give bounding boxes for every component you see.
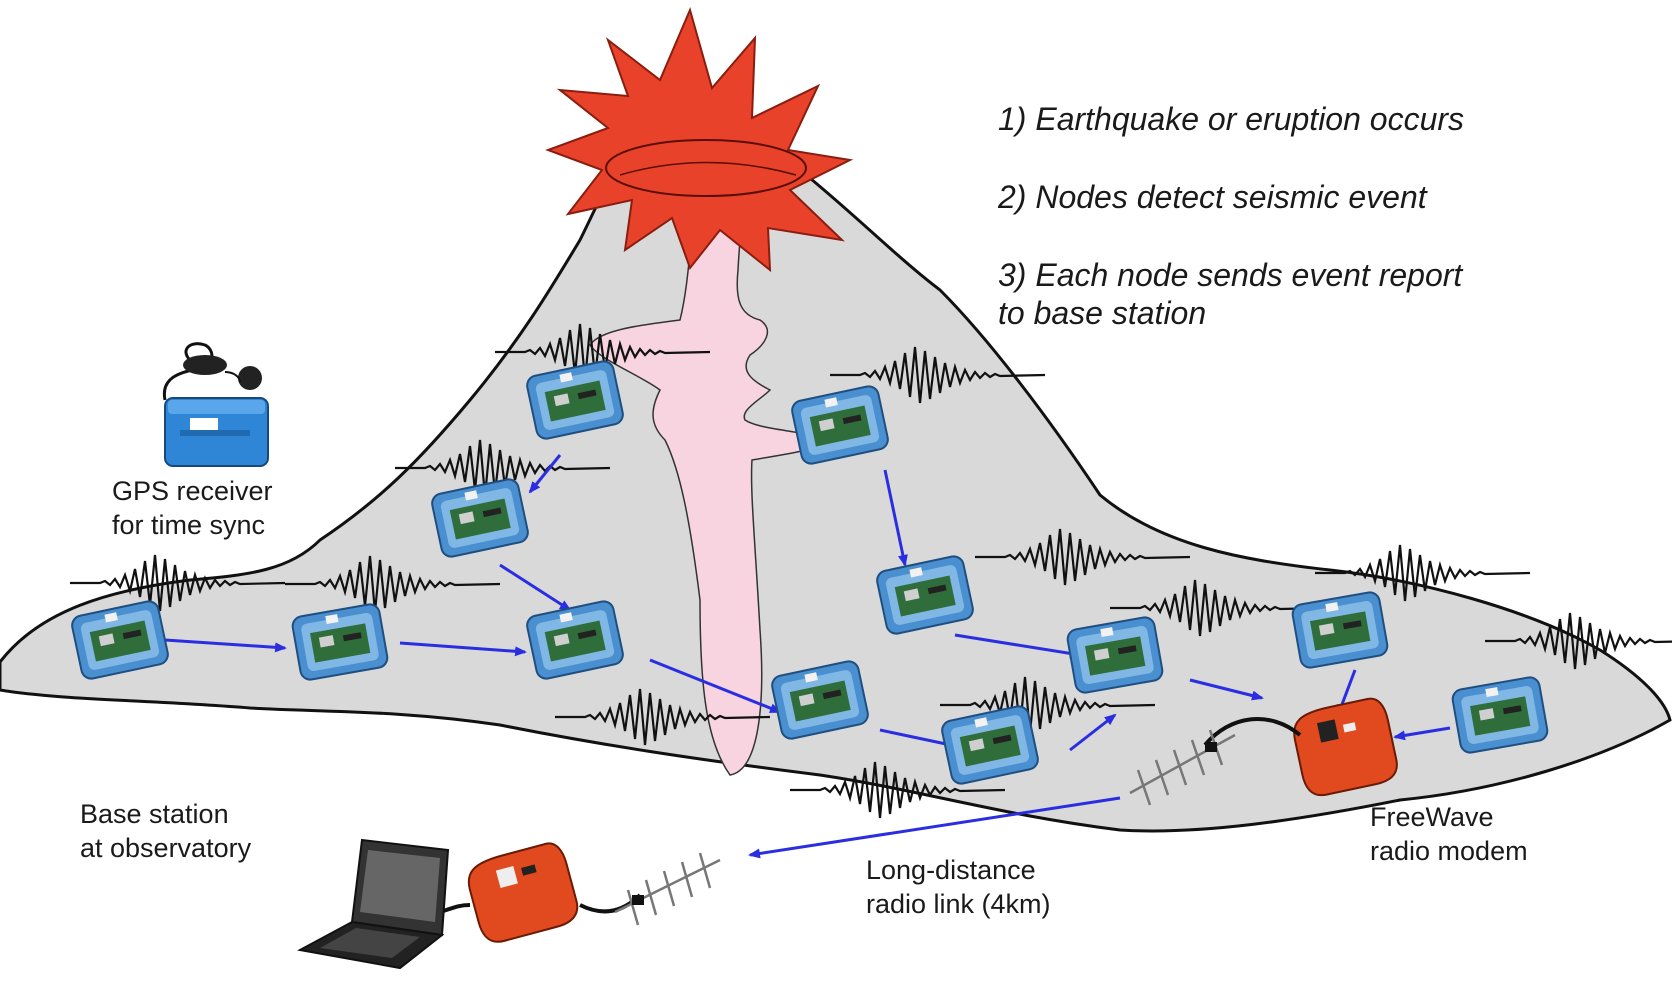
arrow bbox=[649, 658, 782, 714]
magma-conduit bbox=[589, 167, 832, 776]
volcano-mountain bbox=[0, 146, 1672, 833]
seismic-node-icon bbox=[291, 603, 389, 681]
arrow bbox=[528, 454, 562, 494]
laptop-icon bbox=[297, 838, 450, 970]
seismic-node-icon bbox=[431, 478, 529, 558]
arrow bbox=[399, 641, 527, 657]
crater-rim bbox=[605, 139, 807, 197]
seismogram-icon bbox=[1315, 544, 1531, 602]
arrow bbox=[748, 796, 1121, 859]
radio-link-label: Long-distance radio link (4km) bbox=[866, 853, 1051, 921]
seismic-node-icon bbox=[771, 660, 869, 740]
seismogram-icon bbox=[555, 688, 771, 746]
arrow bbox=[1393, 726, 1451, 741]
seismogram-icon bbox=[1110, 579, 1326, 637]
freewave-modem-label: FreeWave radio modem bbox=[1370, 800, 1528, 868]
arrow bbox=[1189, 678, 1264, 701]
seismogram-icon bbox=[285, 555, 501, 613]
sensor-nodes bbox=[71, 360, 1549, 785]
seismic-node-icon bbox=[941, 705, 1039, 785]
modem-label-line-2: radio modem bbox=[1370, 836, 1528, 866]
step-3-continued-text: to base station bbox=[998, 295, 1207, 331]
arrow bbox=[164, 638, 287, 653]
link-label-line-1: Long-distance bbox=[866, 855, 1036, 885]
base-label-line-2: at observatory bbox=[80, 833, 252, 863]
seismogram-icon bbox=[790, 761, 1006, 819]
seismogram-icon bbox=[830, 346, 1046, 404]
base-station-label: Base station at observatory bbox=[80, 797, 251, 865]
step-1-text: 1) Earthquake or eruption occurs bbox=[998, 101, 1465, 137]
modem-label-line-1: FreeWave bbox=[1370, 802, 1494, 832]
base-label-line-1: Base station bbox=[80, 799, 229, 829]
gps-label-line-2: for time sync bbox=[112, 510, 266, 540]
yagi-antenna-icon bbox=[614, 852, 721, 926]
step-2-text: 2) Nodes detect seismic event bbox=[998, 179, 1427, 215]
yagi-antenna-icon bbox=[1129, 729, 1236, 806]
seismic-node-icon bbox=[526, 360, 624, 440]
seismic-node-icon bbox=[526, 600, 624, 680]
gps-label-line-1: GPS receiver bbox=[112, 476, 273, 506]
arrow bbox=[499, 563, 572, 612]
seismic-node-icon bbox=[1291, 591, 1389, 669]
seismic-node-icon bbox=[876, 555, 974, 635]
seismogram-icon bbox=[70, 554, 286, 612]
seismogram-icon bbox=[940, 676, 1156, 734]
arrow bbox=[954, 633, 1082, 659]
arrow bbox=[1069, 713, 1117, 752]
seismic-node-icon bbox=[1451, 676, 1549, 754]
seismogram-icon bbox=[975, 528, 1191, 586]
arrow bbox=[883, 469, 908, 567]
radio-modem-icon bbox=[467, 842, 579, 943]
gps-receiver-label: GPS receiver for time sync bbox=[112, 474, 273, 542]
gps-receiver-icon bbox=[162, 342, 269, 467]
step-3-text: 3) Each node sends event report bbox=[998, 257, 1463, 293]
link-label-line-2: radio link (4km) bbox=[866, 889, 1051, 919]
radio-modem-icon bbox=[1293, 697, 1398, 797]
seismic-node-icon bbox=[71, 600, 169, 680]
seismic-node-icon bbox=[791, 385, 889, 465]
seismogram-icon bbox=[1485, 612, 1672, 670]
seismic-node-icon bbox=[1066, 616, 1164, 694]
